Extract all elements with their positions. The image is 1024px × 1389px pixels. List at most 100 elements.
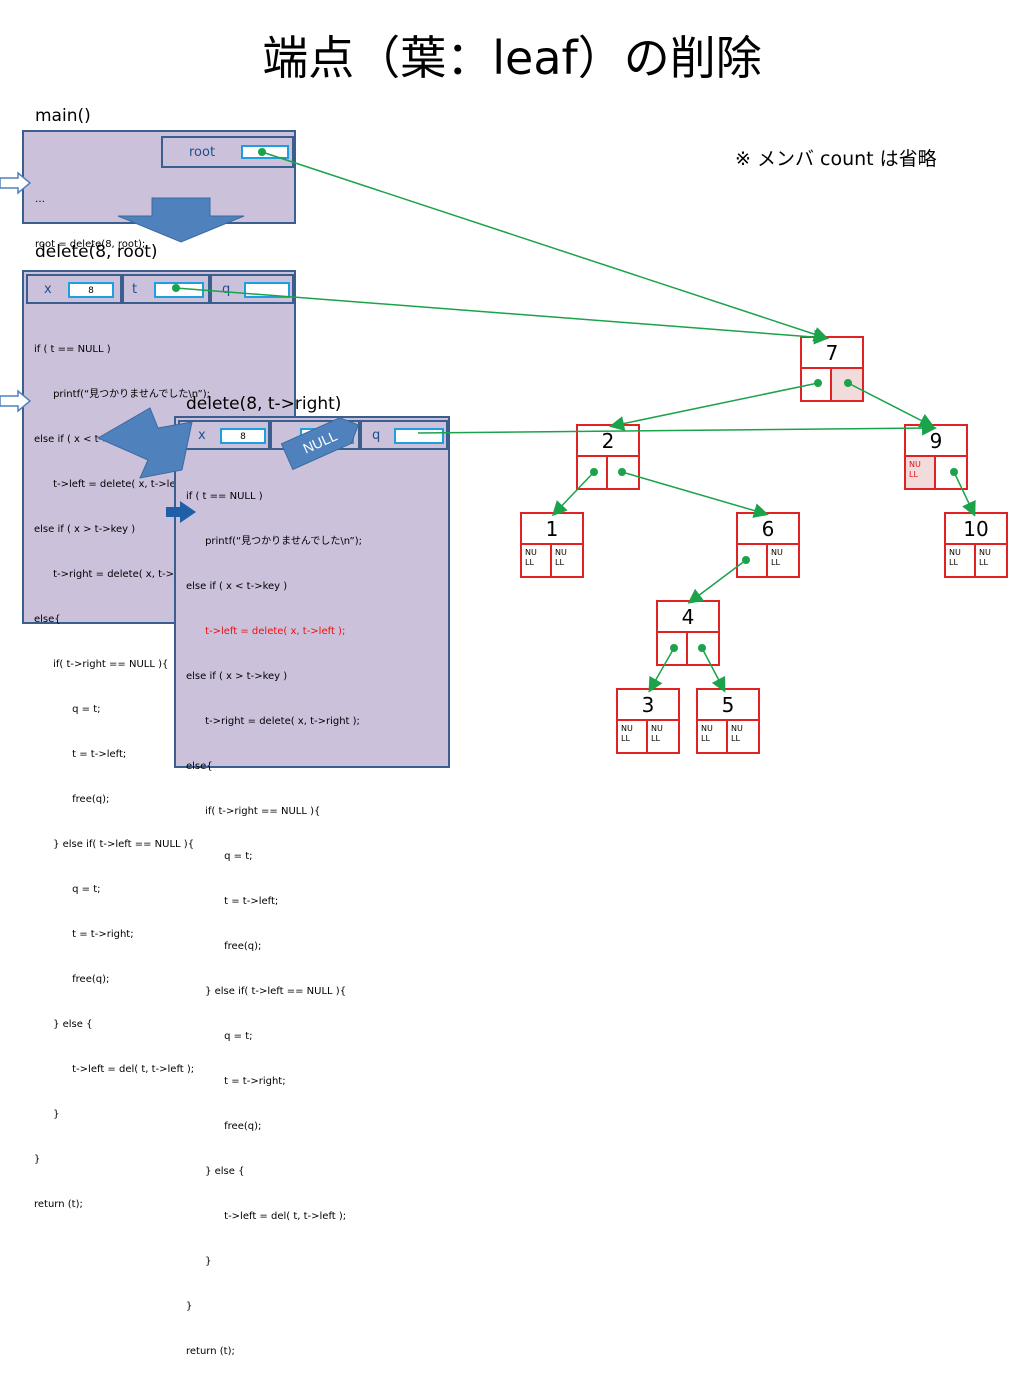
null-text: NU: [909, 460, 921, 469]
node-key: 4: [658, 602, 718, 633]
code-line: t->left = del( t, t->left );: [186, 1211, 347, 1222]
code-line: t->right = delete( x, t->right );: [186, 716, 360, 727]
delete2-q-var: q: [360, 420, 448, 450]
code-line: q = t;: [34, 884, 101, 895]
null-text: NU: [771, 548, 783, 557]
pointer-overlay: NULL: [0, 148, 976, 693]
q-var-name: q: [222, 282, 231, 297]
null-text: LL: [949, 558, 958, 567]
code-line: q = t;: [186, 1031, 253, 1042]
null-text: NU: [979, 548, 991, 557]
code-line: t = t->left;: [186, 896, 279, 907]
null-text: NU: [731, 724, 743, 733]
code-line: free(q);: [186, 1121, 262, 1132]
code-line: q = t;: [186, 851, 253, 862]
node-key: 10: [946, 514, 1006, 545]
node-key: 3: [618, 690, 678, 721]
tree-node-4: 4: [656, 600, 720, 666]
code-line: if ( t == NULL ): [186, 491, 263, 502]
delete2-frame-label: delete(8, t->right): [186, 394, 342, 414]
code-line: else{: [186, 761, 213, 772]
left-pointer-cell: [658, 633, 688, 664]
null-text: LL: [771, 558, 780, 567]
t-var-name: t: [132, 282, 138, 297]
tree-node-7: 7: [800, 336, 864, 402]
code-line: }: [186, 1301, 193, 1312]
code-line: return (t);: [186, 1346, 235, 1357]
note-text: ※ メンバ count は省略: [735, 148, 937, 170]
code-line: printf(“見つかりませんでした\n”);: [186, 536, 362, 547]
x-value-slot: 8: [68, 282, 114, 298]
call-arrow-down: [117, 197, 245, 243]
null-text: LL: [909, 470, 918, 479]
node-key: 7: [802, 338, 862, 369]
code-line: else if ( x < t->key ): [186, 581, 288, 592]
code-line: t = t->left;: [34, 749, 127, 760]
x-var-name: x: [198, 428, 206, 443]
code-line: }: [186, 1256, 212, 1267]
code-line: free(q);: [34, 974, 110, 985]
call-arrow-diagonal: [96, 407, 193, 479]
code-line: else if ( x > t->key ): [34, 524, 136, 535]
null-text: LL: [651, 734, 660, 743]
null-text: NU: [621, 724, 633, 733]
code-line: }: [34, 1109, 60, 1120]
code-line: q = t;: [34, 704, 101, 715]
code-line: printf(“見つかりませんでした\n”);: [34, 389, 210, 400]
code-line: } else if( t->left == NULL ){: [34, 839, 195, 850]
x-var-name: x: [44, 282, 52, 297]
execution-pointer-arrow: [166, 501, 196, 523]
slide-title: 端点（葉：leaf）の削除: [262, 31, 762, 85]
code-line: }: [34, 1154, 41, 1165]
left-pointer-cell: [578, 457, 608, 488]
left-pointer-cell: [802, 369, 832, 400]
node-key: 1: [522, 514, 582, 545]
code-line: if ( t == NULL ): [34, 344, 111, 355]
code-line: free(q);: [34, 794, 110, 805]
code-line: else if ( x > t->key ): [186, 671, 288, 682]
current-line-marker: [0, 171, 32, 195]
null-text: LL: [555, 558, 564, 567]
code-line: } else {: [34, 1019, 93, 1030]
code-line: } else if( t->left == NULL ){: [186, 986, 347, 997]
left-pointer-cell: [738, 545, 768, 576]
code-line: } else {: [186, 1166, 245, 1177]
null-text: LL: [731, 734, 740, 743]
null-arrow: NULL: [280, 417, 360, 471]
null-text: NU: [651, 724, 663, 733]
code-line-highlighted: t->left = delete( x, t->left );: [186, 626, 346, 637]
main-frame-label: main(): [35, 106, 91, 126]
null-text: NU: [701, 724, 713, 733]
root-var-name: root: [189, 145, 216, 160]
code-line: …: [35, 194, 45, 205]
current-line-marker: [0, 389, 32, 413]
code-line: t = t->right;: [186, 1076, 286, 1087]
code-line: root = delete(8, root);: [35, 239, 146, 250]
node-key: 6: [738, 514, 798, 545]
code-line: t->left = del( t, t->left );: [34, 1064, 195, 1075]
null-text: LL: [979, 558, 988, 567]
q-var-name: q: [372, 428, 381, 443]
code-line: free(q);: [186, 941, 262, 952]
node-key: 2: [578, 426, 638, 457]
node-key: 5: [698, 690, 758, 721]
x-value-slot: 8: [220, 428, 266, 444]
code-line: else{: [34, 614, 61, 625]
main-root-var: root: [161, 136, 294, 168]
delete1-frame-label: delete(8, root): [35, 242, 158, 262]
null-text: LL: [621, 734, 630, 743]
null-text: NU: [949, 548, 961, 557]
